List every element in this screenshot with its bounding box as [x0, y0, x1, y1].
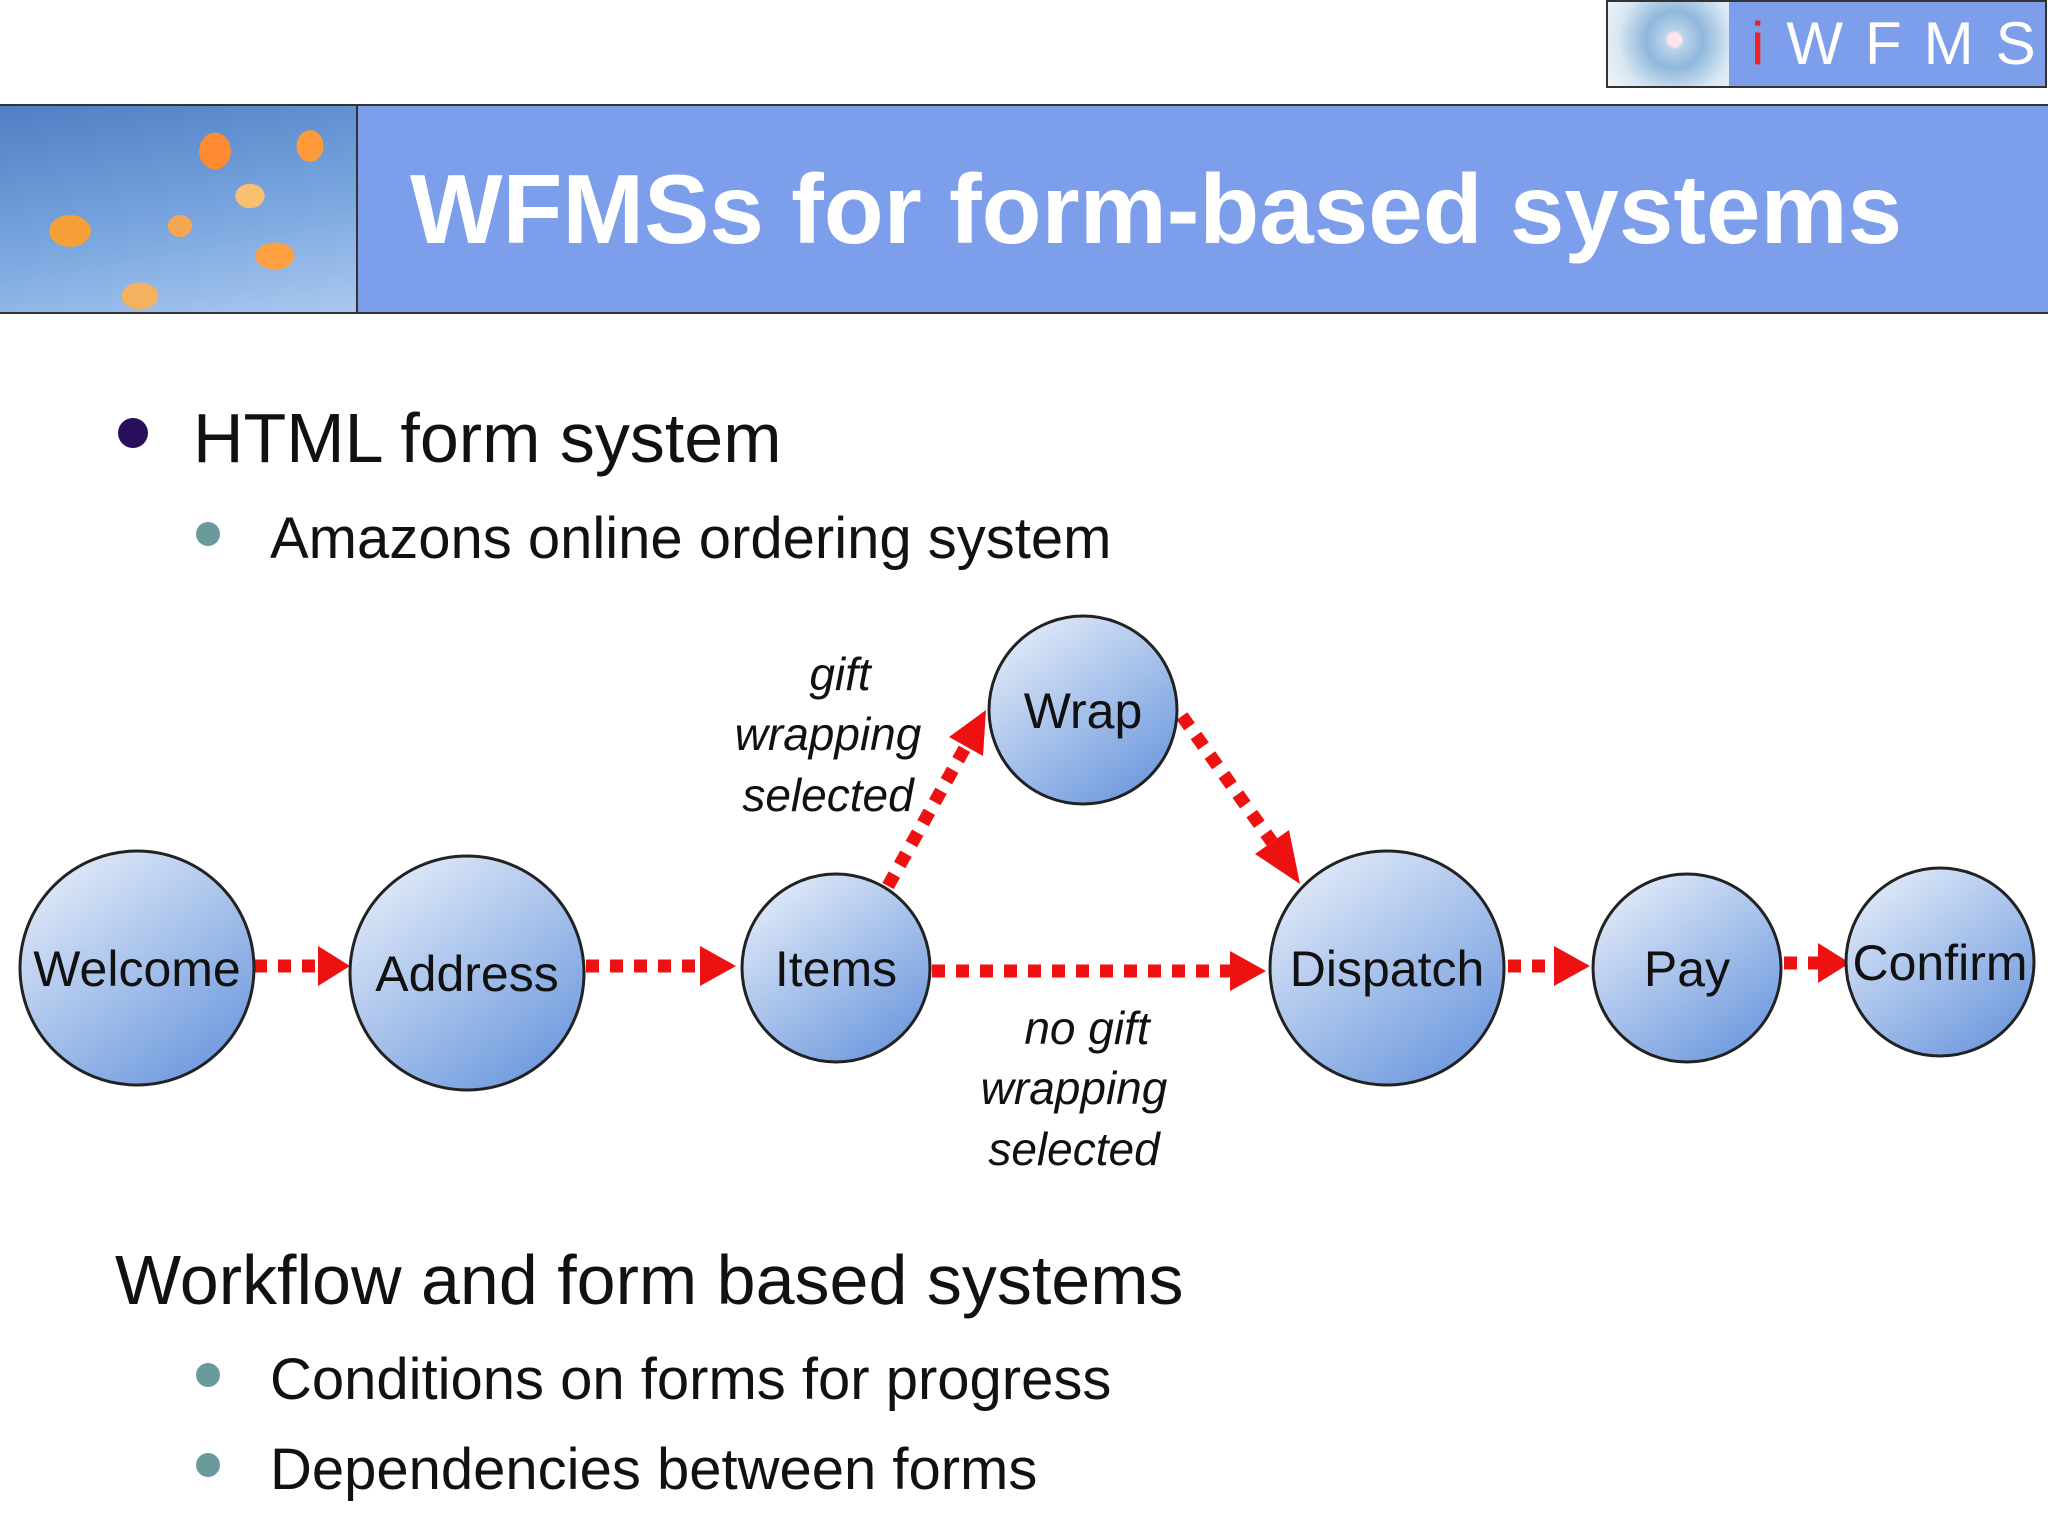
title-bar: WFMSs for form-based systems — [0, 104, 2048, 314]
logo: iWFMS — [1606, 0, 2047, 88]
condition-no-gift-wrapping: no gift wrapping selected — [981, 1002, 1168, 1175]
condition-gift-line-1: gift — [809, 648, 873, 700]
condition-no-gift-line-2: wrapping — [981, 1062, 1168, 1114]
node-items: Items — [740, 872, 932, 1064]
condition-gift-wrapping: gift wrapping selected — [735, 648, 922, 821]
node-address: Address — [348, 854, 586, 1092]
heading-workflow-form-systems: Workflow and form based systems — [115, 1241, 1184, 1319]
node-wrap-label: Wrap — [1024, 683, 1143, 739]
arrow-address-items — [586, 946, 736, 986]
node-welcome-label: Welcome — [33, 941, 240, 997]
node-dispatch: Dispatch — [1268, 849, 1506, 1087]
arrow-items-dispatch — [932, 951, 1266, 991]
bullet-conditions-on-forms: Conditions on forms for progress — [270, 1347, 1112, 1412]
bullet-secondary-icon — [196, 1363, 220, 1387]
bullet-html-form-system: HTML form system — [193, 399, 782, 477]
logo-text: iWFMS — [1729, 2, 2045, 86]
bullet-dependencies-between-forms: Dependencies between forms — [270, 1437, 1038, 1502]
autumn-leaves-image — [0, 106, 358, 312]
logo-rest: WFMS — [1786, 10, 2048, 77]
condition-gift-line-3: selected — [742, 769, 915, 821]
node-wrap: Wrap — [987, 614, 1179, 806]
node-welcome: Welcome — [18, 849, 256, 1087]
node-dispatch-label: Dispatch — [1290, 941, 1485, 997]
logo-prefix: i — [1751, 10, 1787, 77]
node-confirm-label: Confirm — [1852, 935, 2027, 991]
arrow-welcome-address — [254, 946, 350, 986]
node-address-label: Address — [375, 946, 558, 1002]
bullet-primary-icon — [118, 418, 148, 448]
arrow-items-wrap — [882, 710, 986, 890]
condition-no-gift-line-1: no gift — [1024, 1002, 1152, 1054]
arrow-dispatch-pay — [1508, 946, 1590, 986]
arrow-wrap-dispatch — [1176, 712, 1300, 884]
arrow-pay-confirm — [1784, 943, 1850, 983]
bullet-secondary-icon — [196, 522, 220, 546]
bullet-secondary-icon — [196, 1453, 220, 1477]
slide-title: WFMSs for form-based systems — [410, 154, 1903, 264]
node-pay: Pay — [1591, 872, 1783, 1064]
condition-gift-line-2: wrapping — [735, 708, 922, 760]
condition-no-gift-line-3: selected — [988, 1123, 1161, 1175]
node-confirm: Confirm — [1844, 866, 2036, 1058]
node-items-label: Items — [775, 941, 897, 997]
bullet-amazons-ordering: Amazons online ordering system — [270, 506, 1112, 571]
node-pay-label: Pay — [1644, 941, 1730, 997]
logo-image — [1608, 2, 1731, 86]
